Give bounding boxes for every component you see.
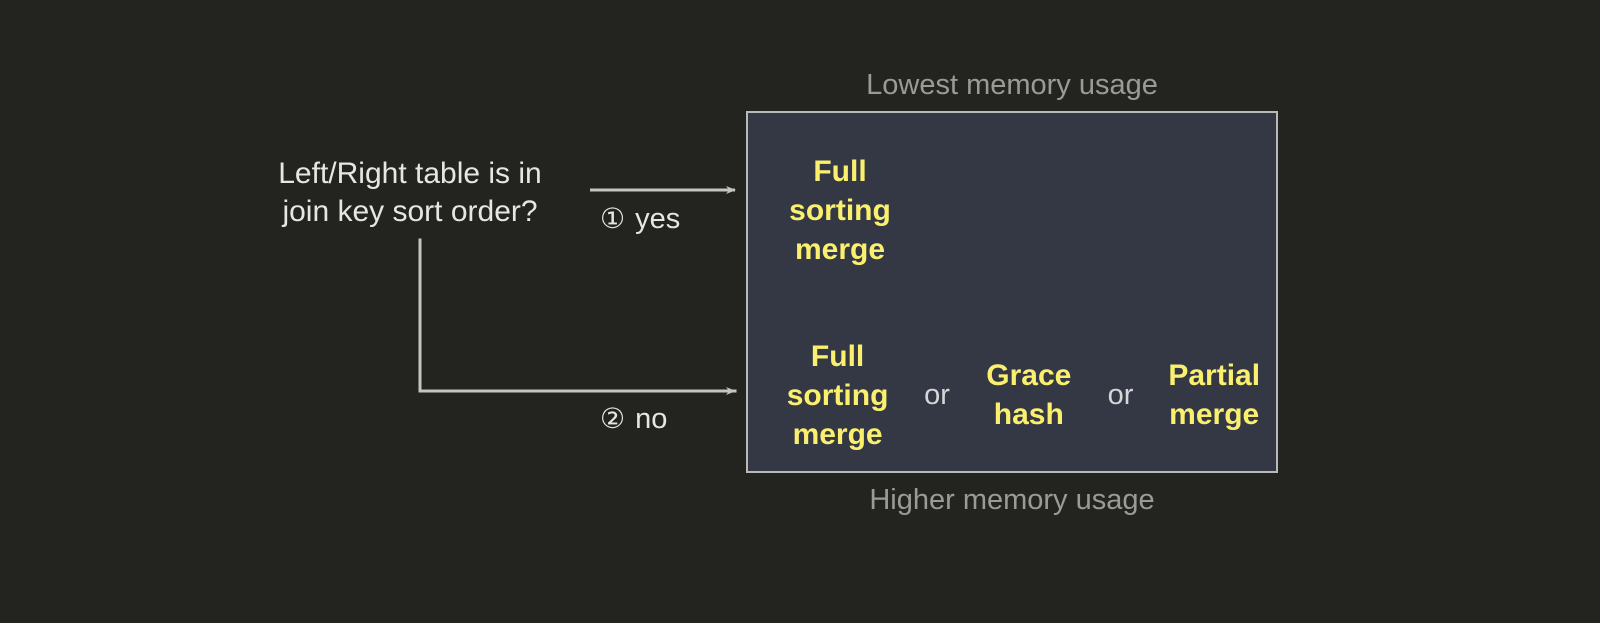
separator-or-1: or	[924, 378, 950, 411]
branch-marker-1: ①	[600, 202, 626, 235]
branch-text-yes: yes	[635, 203, 681, 235]
option-partial-merge: Partial merge	[1168, 359, 1261, 431]
caption-higher-memory-usage: Higher memory usage	[869, 484, 1155, 516]
option-grace-hash: Grace hash	[986, 359, 1072, 431]
branch-label-no: ② no	[600, 402, 667, 436]
branch-text-no: no	[635, 403, 668, 435]
branch-marker-2: ②	[600, 402, 626, 435]
caption-lowest-memory-usage: Lowest memory usage	[866, 69, 1158, 101]
branch-label-yes: ① yes	[600, 202, 680, 236]
result-row-sorted-input: Full sorting merge	[748, 135, 1276, 285]
result-row-unsorted-input: Full sorting merge or Grace hash or Part…	[748, 325, 1276, 465]
decision-question-text: Left/Right table is in join key sort ord…	[278, 157, 542, 228]
separator-or-2: or	[1107, 378, 1134, 411]
results-panel: Full sorting merge Full sorting merge or…	[746, 111, 1278, 473]
option-full-sorting-merge-sorted: Full sorting merge	[789, 154, 891, 266]
option-full-sorting-merge-unsorted: Full sorting merge	[786, 339, 889, 451]
branch-arrow-no	[418, 238, 737, 395]
